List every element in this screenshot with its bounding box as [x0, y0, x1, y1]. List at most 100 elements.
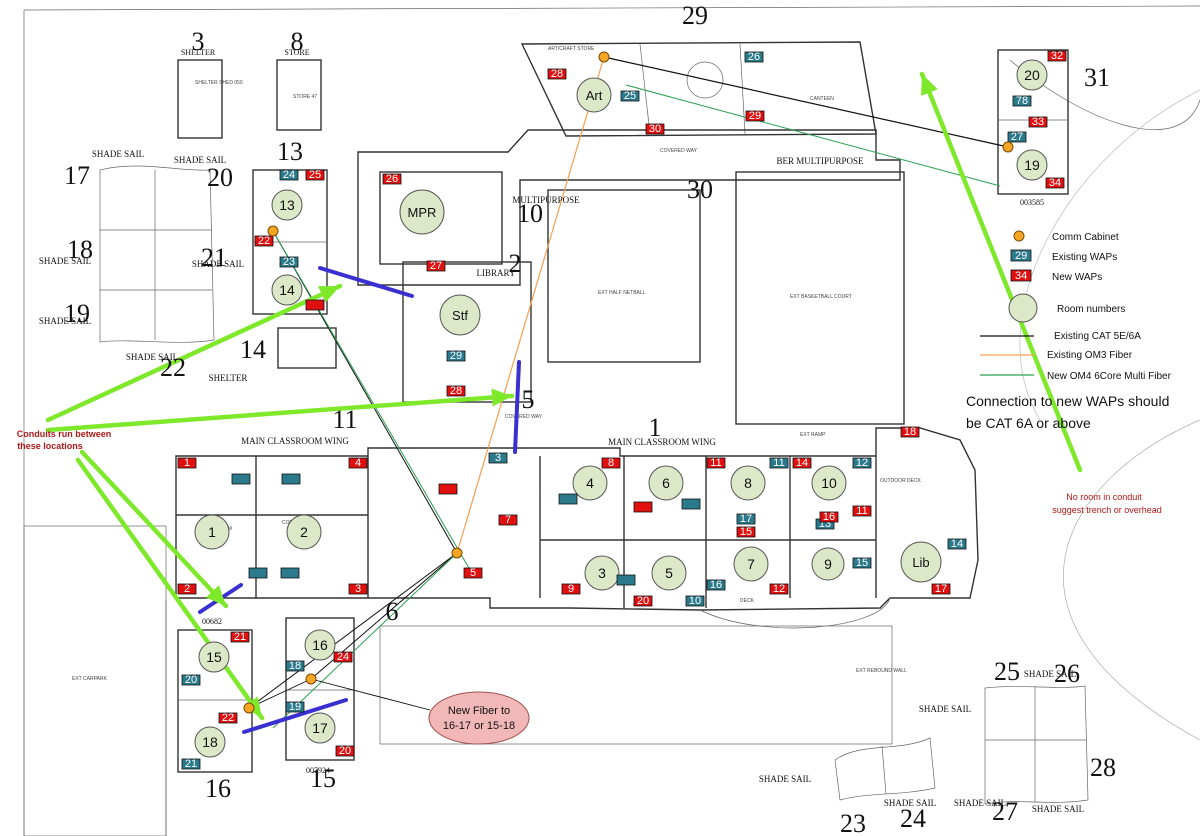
- area-number: 14: [240, 335, 266, 364]
- new-wap-box: [333, 651, 353, 663]
- existing-wap: 26: [744, 51, 764, 63]
- room-circle: [1016, 59, 1048, 91]
- new-wap: 14: [792, 457, 812, 469]
- new-wap-label: 33: [1032, 116, 1044, 128]
- existing-wap-box: [488, 452, 508, 464]
- area-text-label: SHADE SAIL: [1024, 669, 1076, 679]
- new-wap: 4: [348, 457, 368, 469]
- svg-text:ART/CRAFT STORE: ART/CRAFT STORE: [548, 46, 595, 52]
- new-wap-box: [852, 505, 872, 517]
- existing-wap-box: [1012, 95, 1032, 107]
- new-wap-box: [547, 68, 567, 80]
- area-number: 5: [522, 385, 535, 414]
- existing-wap: 24: [279, 169, 299, 181]
- existing-wap-box: [181, 758, 201, 770]
- room-circle: [811, 465, 847, 501]
- area-text-label: 007924: [306, 766, 330, 775]
- room-marker: 14: [271, 274, 303, 306]
- existing-wap-label: 11: [773, 457, 784, 469]
- svg-text:EXT BASKETBALL COURT: EXT BASKETBALL COURT: [790, 294, 852, 300]
- room-number: 3: [598, 565, 606, 581]
- area-number: 25: [994, 657, 1020, 686]
- existing-wap-label: 29: [450, 350, 462, 362]
- area-number: 27: [992, 797, 1018, 826]
- new-wap: 5: [463, 567, 483, 579]
- room-circle: [399, 189, 445, 235]
- new-wap: 16: [819, 511, 839, 523]
- comm-cabinet: [1002, 141, 1014, 153]
- area-text-label: SHADE SAIL: [884, 798, 936, 808]
- new-wap-label: 17: [935, 583, 947, 595]
- new-wap: 15: [736, 526, 756, 538]
- new-wap-label: 2: [184, 583, 190, 595]
- existing-wap-label: 10: [689, 595, 701, 607]
- new-wap-label: 32: [1051, 50, 1063, 62]
- area-number: 23: [840, 809, 866, 836]
- room-number: 6: [662, 475, 670, 491]
- new-wap-label: 25: [309, 169, 321, 181]
- svg-text:EXT HALF NETBALL: EXT HALF NETBALL: [598, 290, 646, 296]
- new-wap: 8: [601, 457, 621, 469]
- room-circle: [733, 546, 769, 582]
- new-wap: [633, 501, 653, 513]
- room-number: 5: [665, 565, 673, 581]
- new-wap-label: 16: [823, 511, 835, 523]
- legend-existing-label: Existing WAPs: [1052, 252, 1117, 263]
- room-number: 16: [312, 637, 328, 653]
- new-wap-box: [218, 712, 238, 724]
- legend-room-icon: [1008, 293, 1038, 323]
- new-wap: 32: [1047, 50, 1067, 62]
- new-wap: 24: [333, 651, 353, 663]
- existing-wap-box: [620, 90, 640, 102]
- conduit-arrows: [45, 71, 1083, 721]
- new-wap-box: [1028, 116, 1048, 128]
- existing-wap-label: 17: [740, 513, 752, 525]
- existing-wap: 17: [736, 513, 756, 525]
- new-wap-box: [305, 299, 325, 311]
- area-text-label: SHADE SAIL: [126, 352, 178, 362]
- legend-room-label: Room numbers: [1057, 304, 1125, 315]
- room-number: Stf: [452, 308, 468, 323]
- new-wap-label: 11: [710, 457, 721, 469]
- area-text-label: STORE: [284, 48, 309, 57]
- existing-wap-label: 19: [289, 701, 301, 713]
- room-marker: 9: [811, 547, 845, 581]
- area-number: 20: [207, 163, 233, 192]
- existing-wap-box: [279, 169, 299, 181]
- new-wap-label: 34: [1049, 177, 1061, 189]
- area-text-label: SHADE SAIL: [1032, 804, 1084, 814]
- new-wap-label: 22: [222, 712, 234, 724]
- existing-wap: 15: [852, 557, 872, 569]
- area-number: 6: [386, 597, 399, 626]
- area-text-label: SHELTER: [209, 373, 248, 383]
- new-wap-label: 28: [450, 385, 462, 397]
- svg-text:COVERED WAY: COVERED WAY: [505, 414, 543, 420]
- room-number: 13: [279, 197, 295, 213]
- area-text-label: SHADE SAIL: [759, 774, 811, 784]
- existing-wap-box: [285, 660, 305, 672]
- room-number: MPR: [408, 205, 437, 220]
- existing-wap: 18: [285, 660, 305, 672]
- new-wap-box: [498, 514, 518, 526]
- comm-cabinet: [598, 51, 610, 63]
- room-circle: [651, 555, 687, 591]
- new-wap: 9: [561, 583, 581, 595]
- text-labels: SHELTER STORE SHADE SAIL SHADE SAIL SHADE SA…: [39, 48, 1084, 814]
- green-arrow: [79, 449, 229, 609]
- existing-wap-label: 23: [283, 256, 295, 268]
- area-number: 21: [201, 243, 227, 272]
- new-wap: 30: [645, 123, 665, 135]
- existing-wap-label: 14: [951, 538, 963, 550]
- area-number: 15: [310, 764, 336, 793]
- new-wap-label: 5: [470, 567, 476, 579]
- new-wap: 33: [1028, 116, 1048, 128]
- area-text-label: SHADE SAIL: [954, 798, 1006, 808]
- svg-text:EXT RAMP: EXT RAMP: [800, 432, 826, 438]
- existing-wap: [248, 567, 268, 579]
- new-wap-label: 1: [184, 457, 190, 469]
- existing-wap: [616, 574, 636, 586]
- area-number: 2: [509, 249, 522, 278]
- room-marker: 15: [198, 641, 230, 673]
